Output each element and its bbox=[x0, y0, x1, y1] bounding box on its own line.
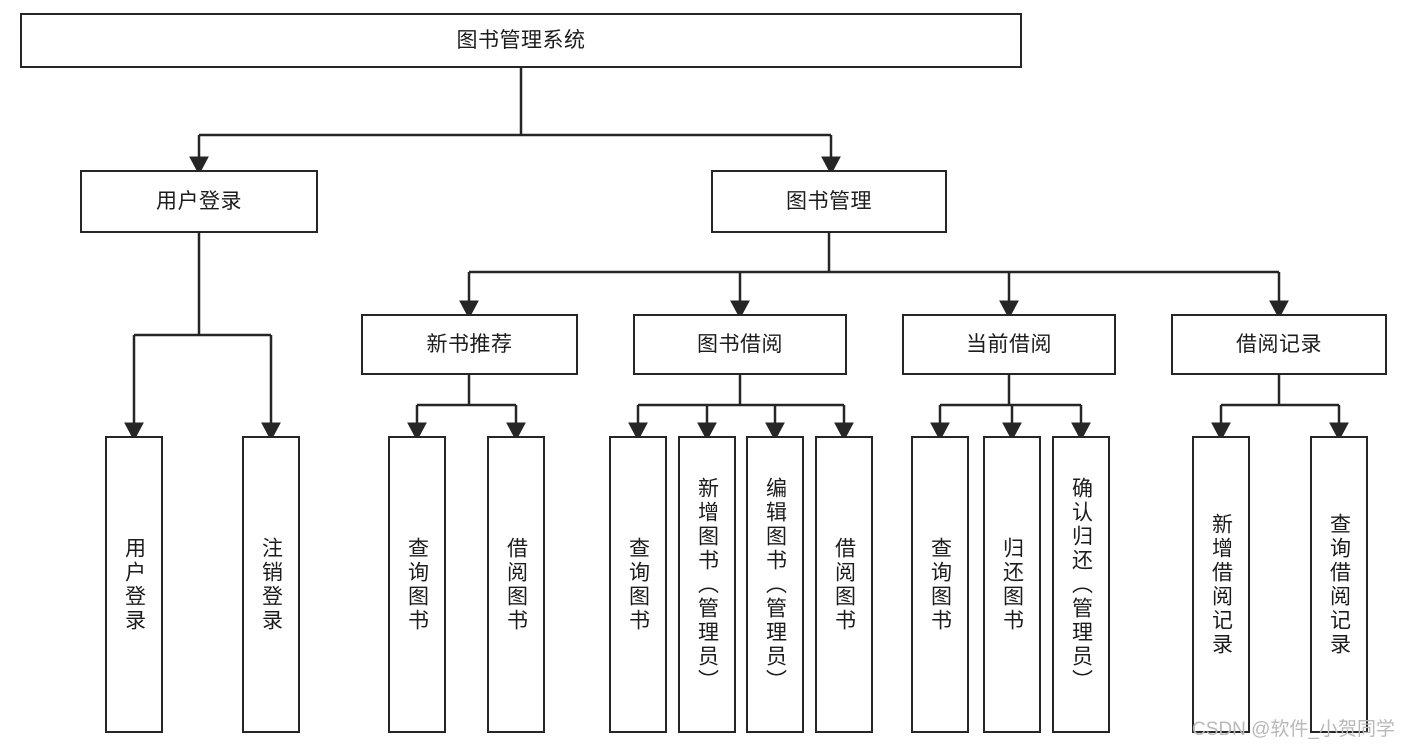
leaf-confirm-return-admin[interactable]: 确认归还（管理员） bbox=[1052, 436, 1110, 733]
leaf-query-borrow-record-label: 查询借阅记录 bbox=[1327, 512, 1351, 657]
leaf-query-book-new[interactable]: 查询图书 bbox=[388, 436, 446, 733]
leaf-add-book-admin-label: 新增图书（管理员） bbox=[695, 476, 719, 693]
node-borrow-record[interactable]: 借阅记录 bbox=[1171, 314, 1387, 375]
leaf-query-book-borrow-label: 查询图书 bbox=[626, 536, 650, 633]
leaf-logout-label: 注销登录 bbox=[259, 536, 283, 633]
node-new-book-recommend[interactable]: 新书推荐 bbox=[361, 314, 578, 375]
leaf-query-book-current[interactable]: 查询图书 bbox=[911, 436, 969, 733]
leaf-return-book-label: 归还图书 bbox=[1000, 536, 1024, 633]
leaf-borrow-book-new[interactable]: 借阅图书 bbox=[487, 436, 545, 733]
leaf-user-login[interactable]: 用户登录 bbox=[105, 436, 163, 733]
node-root-label: 图书管理系统 bbox=[456, 28, 586, 52]
leaf-return-book[interactable]: 归还图书 bbox=[983, 436, 1041, 733]
node-borrow-record-label: 借阅记录 bbox=[1236, 332, 1322, 356]
leaf-query-book-new-label: 查询图书 bbox=[405, 536, 429, 633]
leaf-borrow-book-label: 借阅图书 bbox=[832, 536, 856, 633]
leaf-query-borrow-record[interactable]: 查询借阅记录 bbox=[1310, 436, 1368, 733]
node-user-login[interactable]: 用户登录 bbox=[80, 170, 318, 233]
node-book-management[interactable]: 图书管理 bbox=[711, 170, 947, 233]
node-user-login-label: 用户登录 bbox=[156, 189, 242, 213]
leaf-query-book-current-label: 查询图书 bbox=[928, 536, 952, 633]
leaf-add-borrow-record-label: 新增借阅记录 bbox=[1209, 512, 1233, 657]
leaf-confirm-return-admin-label: 确认归还（管理员） bbox=[1069, 476, 1093, 693]
leaf-edit-book-admin-label: 编辑图书（管理员） bbox=[763, 476, 787, 693]
leaf-edit-book-admin[interactable]: 编辑图书（管理员） bbox=[746, 436, 804, 733]
node-book-borrow[interactable]: 图书借阅 bbox=[633, 314, 847, 375]
leaf-borrow-book-new-label: 借阅图书 bbox=[504, 536, 528, 633]
node-root[interactable]: 图书管理系统 bbox=[20, 13, 1022, 68]
node-book-borrow-label: 图书借阅 bbox=[697, 332, 783, 356]
leaf-borrow-book[interactable]: 借阅图书 bbox=[815, 436, 873, 733]
leaf-query-book-borrow[interactable]: 查询图书 bbox=[609, 436, 667, 733]
node-current-borrow[interactable]: 当前借阅 bbox=[902, 314, 1116, 375]
leaf-logout[interactable]: 注销登录 bbox=[242, 436, 300, 733]
node-current-borrow-label: 当前借阅 bbox=[966, 332, 1052, 356]
node-new-book-recommend-label: 新书推荐 bbox=[426, 332, 513, 356]
leaf-add-book-admin[interactable]: 新增图书（管理员） bbox=[678, 436, 736, 733]
leaf-user-login-label: 用户登录 bbox=[122, 536, 146, 633]
node-book-management-label: 图书管理 bbox=[786, 189, 872, 213]
leaf-add-borrow-record[interactable]: 新增借阅记录 bbox=[1192, 436, 1250, 733]
